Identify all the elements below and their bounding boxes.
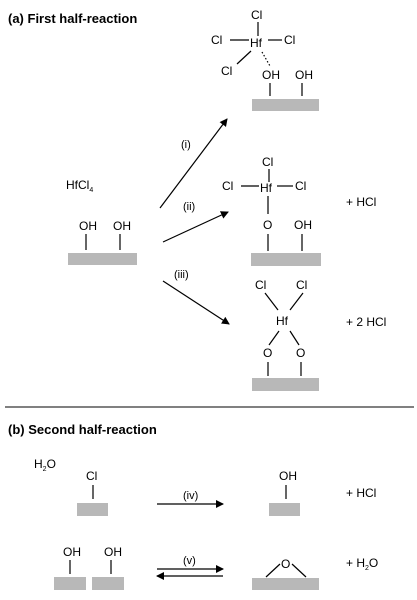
- bond: [236, 50, 252, 65]
- bond: [264, 292, 279, 311]
- product-iv: OH: [269, 469, 300, 516]
- substrate-surface: [68, 253, 137, 265]
- o-atom: O: [263, 218, 272, 232]
- cl-atom: Cl: [284, 33, 295, 47]
- arrow-ii: [162, 211, 229, 243]
- cl-atom: Cl: [295, 179, 306, 193]
- o-atom: O: [281, 557, 290, 571]
- cl-atom: Cl: [262, 155, 273, 169]
- bond: [291, 563, 307, 578]
- substrate-surface: [251, 253, 321, 266]
- step-label-iii: (iii): [174, 269, 189, 281]
- substrate-surface: [252, 99, 319, 111]
- oh-group: OH: [63, 545, 81, 559]
- step-label-v: (v): [183, 555, 196, 567]
- substrate-surface: [252, 578, 319, 590]
- step-label-iv: (iv): [183, 490, 198, 502]
- section-b-title: (b) Second half-reaction: [8, 422, 157, 437]
- product-v: O: [252, 557, 319, 590]
- cl-atom: Cl: [296, 278, 307, 292]
- substrate-surface: [252, 378, 319, 391]
- cl-atom: Cl: [221, 64, 232, 78]
- o-atom: O: [296, 346, 305, 360]
- reactant-surface: OH OH: [68, 219, 137, 265]
- substrate-surface: [54, 577, 86, 590]
- oh-group: OH: [262, 68, 280, 82]
- step-label-ii: (ii): [183, 201, 195, 213]
- product-iii: Cl Cl Hf O O: [252, 278, 319, 391]
- arrow-i: [159, 118, 228, 209]
- bond: [268, 330, 280, 346]
- product-ii: Cl Cl Hf Cl O OH: [222, 155, 321, 266]
- o-atom: O: [263, 346, 272, 360]
- oh-group: OH: [294, 218, 312, 232]
- section-a-title: (a) First half-reaction: [8, 11, 137, 26]
- bond: [265, 563, 281, 578]
- byproduct-hcl-b: + HCl: [346, 486, 376, 500]
- byproduct-h2o: + H2O: [346, 556, 378, 572]
- dative-bond: [261, 51, 271, 67]
- hf-atom: Hf: [250, 36, 263, 50]
- oh-group: OH: [113, 219, 131, 233]
- cl-atom: Cl: [251, 8, 262, 22]
- oh-group: OH: [79, 219, 97, 233]
- cl-atom: Cl: [255, 278, 266, 292]
- bond: [289, 330, 300, 346]
- cl-atom: Cl: [211, 33, 222, 47]
- substrate-surface: [77, 503, 108, 516]
- cl-atom: Cl: [86, 469, 97, 483]
- byproduct-2hcl: + 2 HCl: [346, 315, 386, 329]
- hf-atom: Hf: [276, 314, 289, 328]
- oh-group: OH: [295, 68, 313, 82]
- arrow-iii: [162, 280, 230, 325]
- hf-atom: Hf: [260, 181, 273, 195]
- product-i: Cl Cl Hf Cl Cl OH OH: [211, 8, 319, 111]
- byproduct-hcl: + HCl: [346, 195, 376, 209]
- step-label-i: (i): [181, 139, 191, 151]
- bond: [289, 292, 304, 311]
- oh-group: OH: [104, 545, 122, 559]
- reactant-v: OH OH: [54, 545, 124, 590]
- h2o-label: H2O: [34, 457, 56, 473]
- substrate-surface: [269, 503, 300, 516]
- oh-group: OH: [279, 469, 297, 483]
- hfcl4-label: HfCl4: [66, 178, 93, 194]
- reactant-iv: Cl: [77, 469, 108, 516]
- cl-atom: Cl: [222, 179, 233, 193]
- substrate-surface: [92, 577, 124, 590]
